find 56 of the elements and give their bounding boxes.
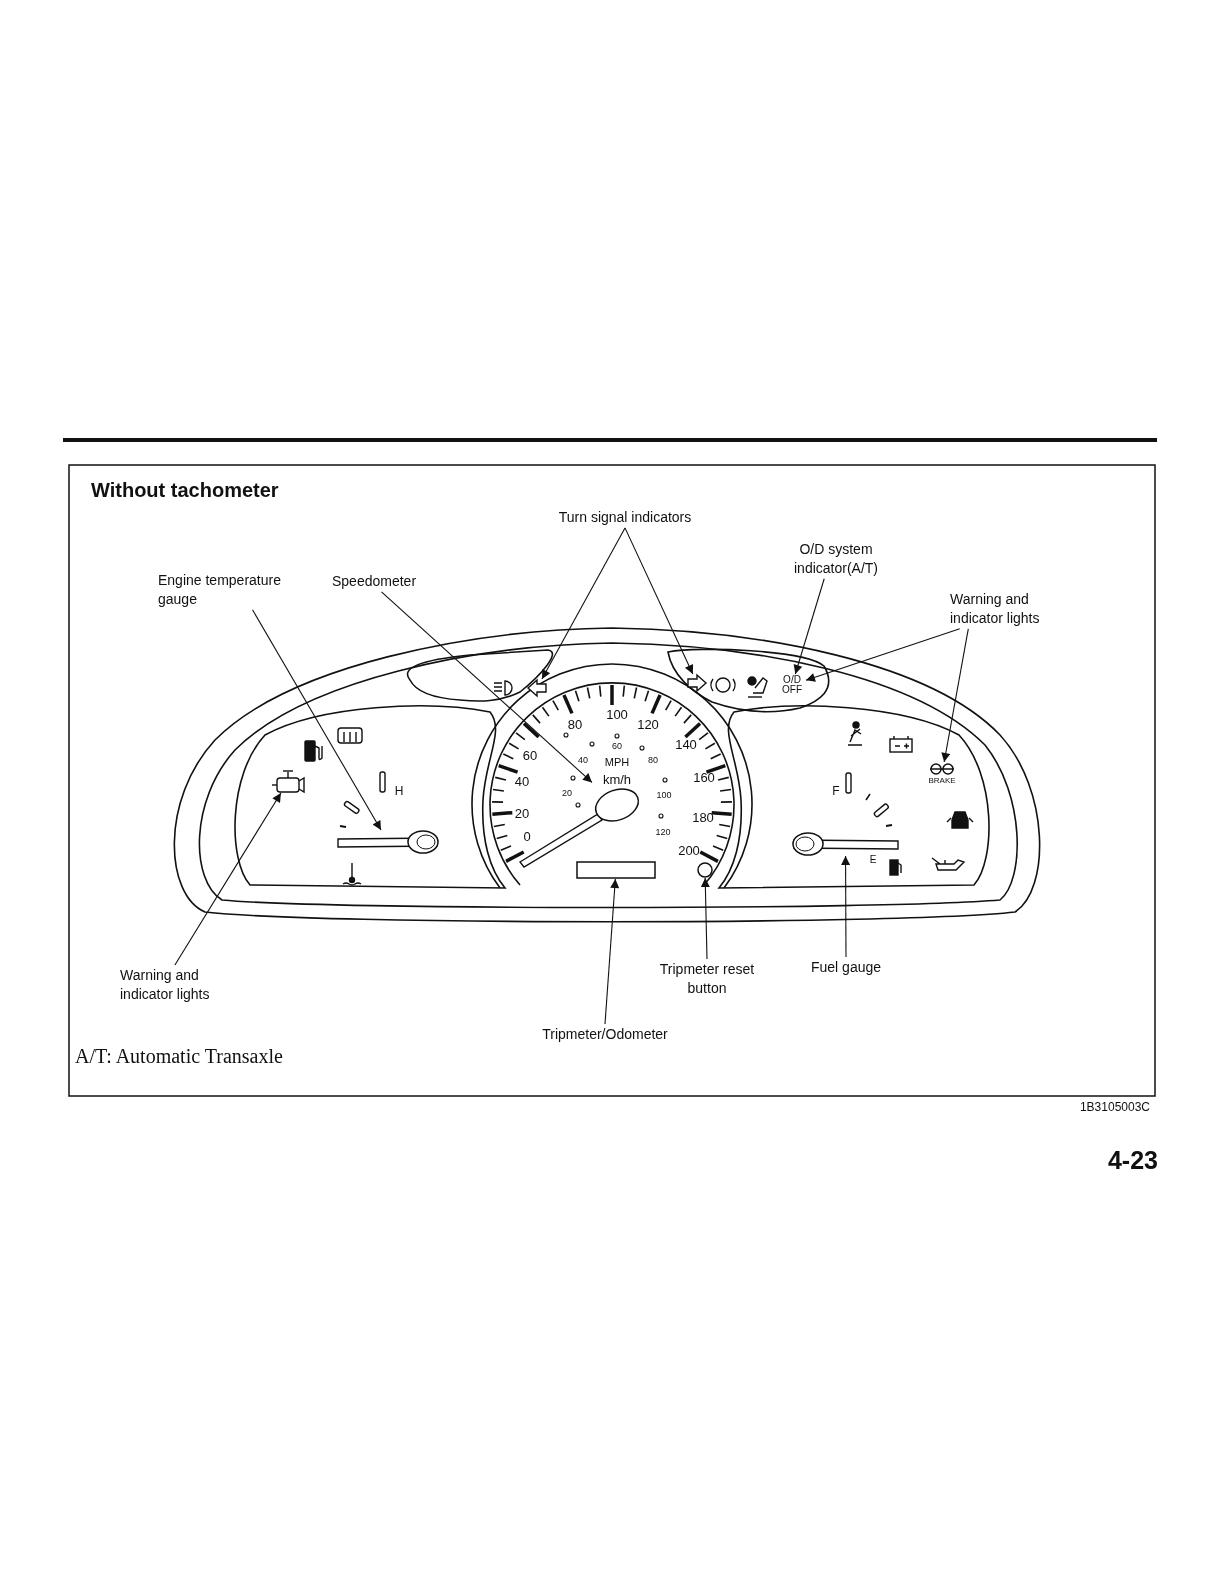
gauge-number: 140 [675, 737, 697, 751]
turn-signal-arrow-icon [526, 678, 547, 698]
indicator-label: BRAKE [928, 777, 956, 785]
gauge-number: 60 [612, 741, 622, 751]
speedometer-hub [594, 788, 640, 822]
gauge-number: 180 [692, 810, 714, 824]
leader-line [624, 527, 694, 675]
fuel-gauge-needle [792, 832, 899, 856]
gauge-number: 80 [648, 755, 658, 765]
figure-code: 1B3105003C [1079, 1101, 1150, 1113]
gauge-number: 20 [562, 788, 572, 798]
gauge-number: 60 [522, 748, 538, 762]
leader-line [841, 855, 851, 958]
temperature-gauge-needle [337, 830, 439, 854]
callout-label: O/D system indicator(A/T) [777, 540, 895, 578]
unit-label: km/h [602, 772, 632, 786]
callout-label: Warning and indicator lights [950, 590, 1072, 628]
gauge-number: 40 [514, 774, 530, 788]
gauge-number: 200 [678, 843, 700, 857]
leader-line [793, 578, 825, 675]
unit-label: MPH [604, 756, 630, 768]
leader-line [380, 591, 593, 783]
leader-line [251, 609, 382, 831]
gauge-number: 0 [523, 829, 531, 843]
page-number: 4-23 [1107, 1148, 1158, 1173]
leader-line [700, 877, 710, 960]
diagram-title: Without tachometer [91, 478, 279, 503]
scale-letter: H [394, 785, 404, 797]
gauge-number: 20 [514, 806, 530, 820]
gauge-number: 100 [606, 707, 628, 721]
scale-letter: F [832, 785, 840, 797]
callout-label: Warning and indicator lights [120, 966, 242, 1004]
indicator-label: O/D OFF [779, 675, 805, 695]
turn-signal-arrow-icon [687, 673, 708, 693]
leader-line [541, 527, 626, 680]
callout-label: Tripmeter/Odometer [520, 1025, 690, 1044]
gauge-number: 120 [637, 717, 659, 731]
gauge-number: 120 [655, 827, 671, 837]
leader-line [805, 628, 961, 682]
gauge-number: 80 [567, 717, 583, 731]
gauge-number: 100 [656, 790, 672, 800]
callout-label: Tripmeter reset button [643, 960, 771, 998]
odometer-window [576, 861, 656, 879]
footnote: A/T: Automatic Transaxle [75, 1046, 283, 1066]
reset-knob [697, 862, 713, 878]
leader-line [174, 792, 282, 966]
scale-letter: E [869, 855, 877, 865]
callout-label: Engine temperature gauge [158, 571, 284, 609]
leader-line [604, 878, 620, 1025]
callout-label: Fuel gauge [797, 958, 895, 977]
callout-label: Speedometer [332, 572, 442, 591]
callout-label: Turn signal indicators [535, 508, 715, 527]
leader-line [941, 628, 969, 763]
engine-warning-icon [271, 770, 305, 794]
gauge-number: 40 [578, 755, 588, 765]
gauge-number: 160 [693, 770, 715, 784]
